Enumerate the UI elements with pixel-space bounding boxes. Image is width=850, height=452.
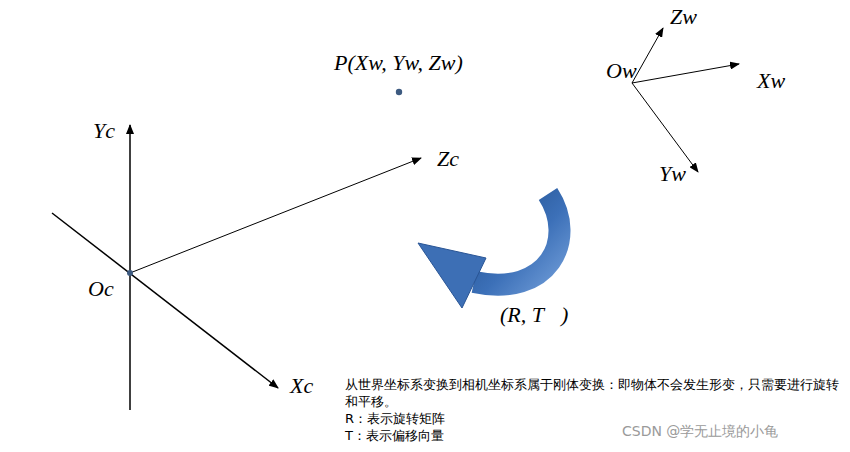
axis-label: Zw: [670, 4, 697, 30]
xw-axis: [632, 64, 739, 83]
axis-label: Yc: [93, 118, 115, 144]
yw-axis: [632, 83, 698, 172]
origin-label: Ow: [606, 58, 637, 84]
point-dot: [396, 89, 402, 95]
axis-label: Xc: [290, 373, 313, 399]
note-text: T：表示偏移向量: [345, 427, 444, 444]
transform-arrowhead: [418, 243, 486, 308]
axis-label: Yw: [659, 161, 686, 187]
note-text: R：表示旋转矩阵: [345, 410, 445, 427]
point-label: P(Xw, Yw, Zw): [334, 50, 463, 76]
transform-label: (R, T⃗): [500, 302, 568, 328]
yc-axis: [129, 125, 131, 410]
origin-label: Oc: [88, 276, 114, 302]
xc-axis: [52, 213, 278, 388]
origin-dot: [127, 270, 133, 276]
note-text: 从世界坐标系变换到相机坐标系属于刚体变换：即物体不会发生形变，只需要进行旋转和平…: [345, 376, 840, 410]
axis-label: Zc: [437, 146, 459, 172]
watermark: CSDN @学无止境的小龟: [622, 423, 778, 441]
axis-label: Xw: [757, 68, 785, 94]
zc-axis: [130, 158, 421, 273]
transform-arrow: [474, 194, 560, 285]
zw-axis: [632, 28, 663, 83]
